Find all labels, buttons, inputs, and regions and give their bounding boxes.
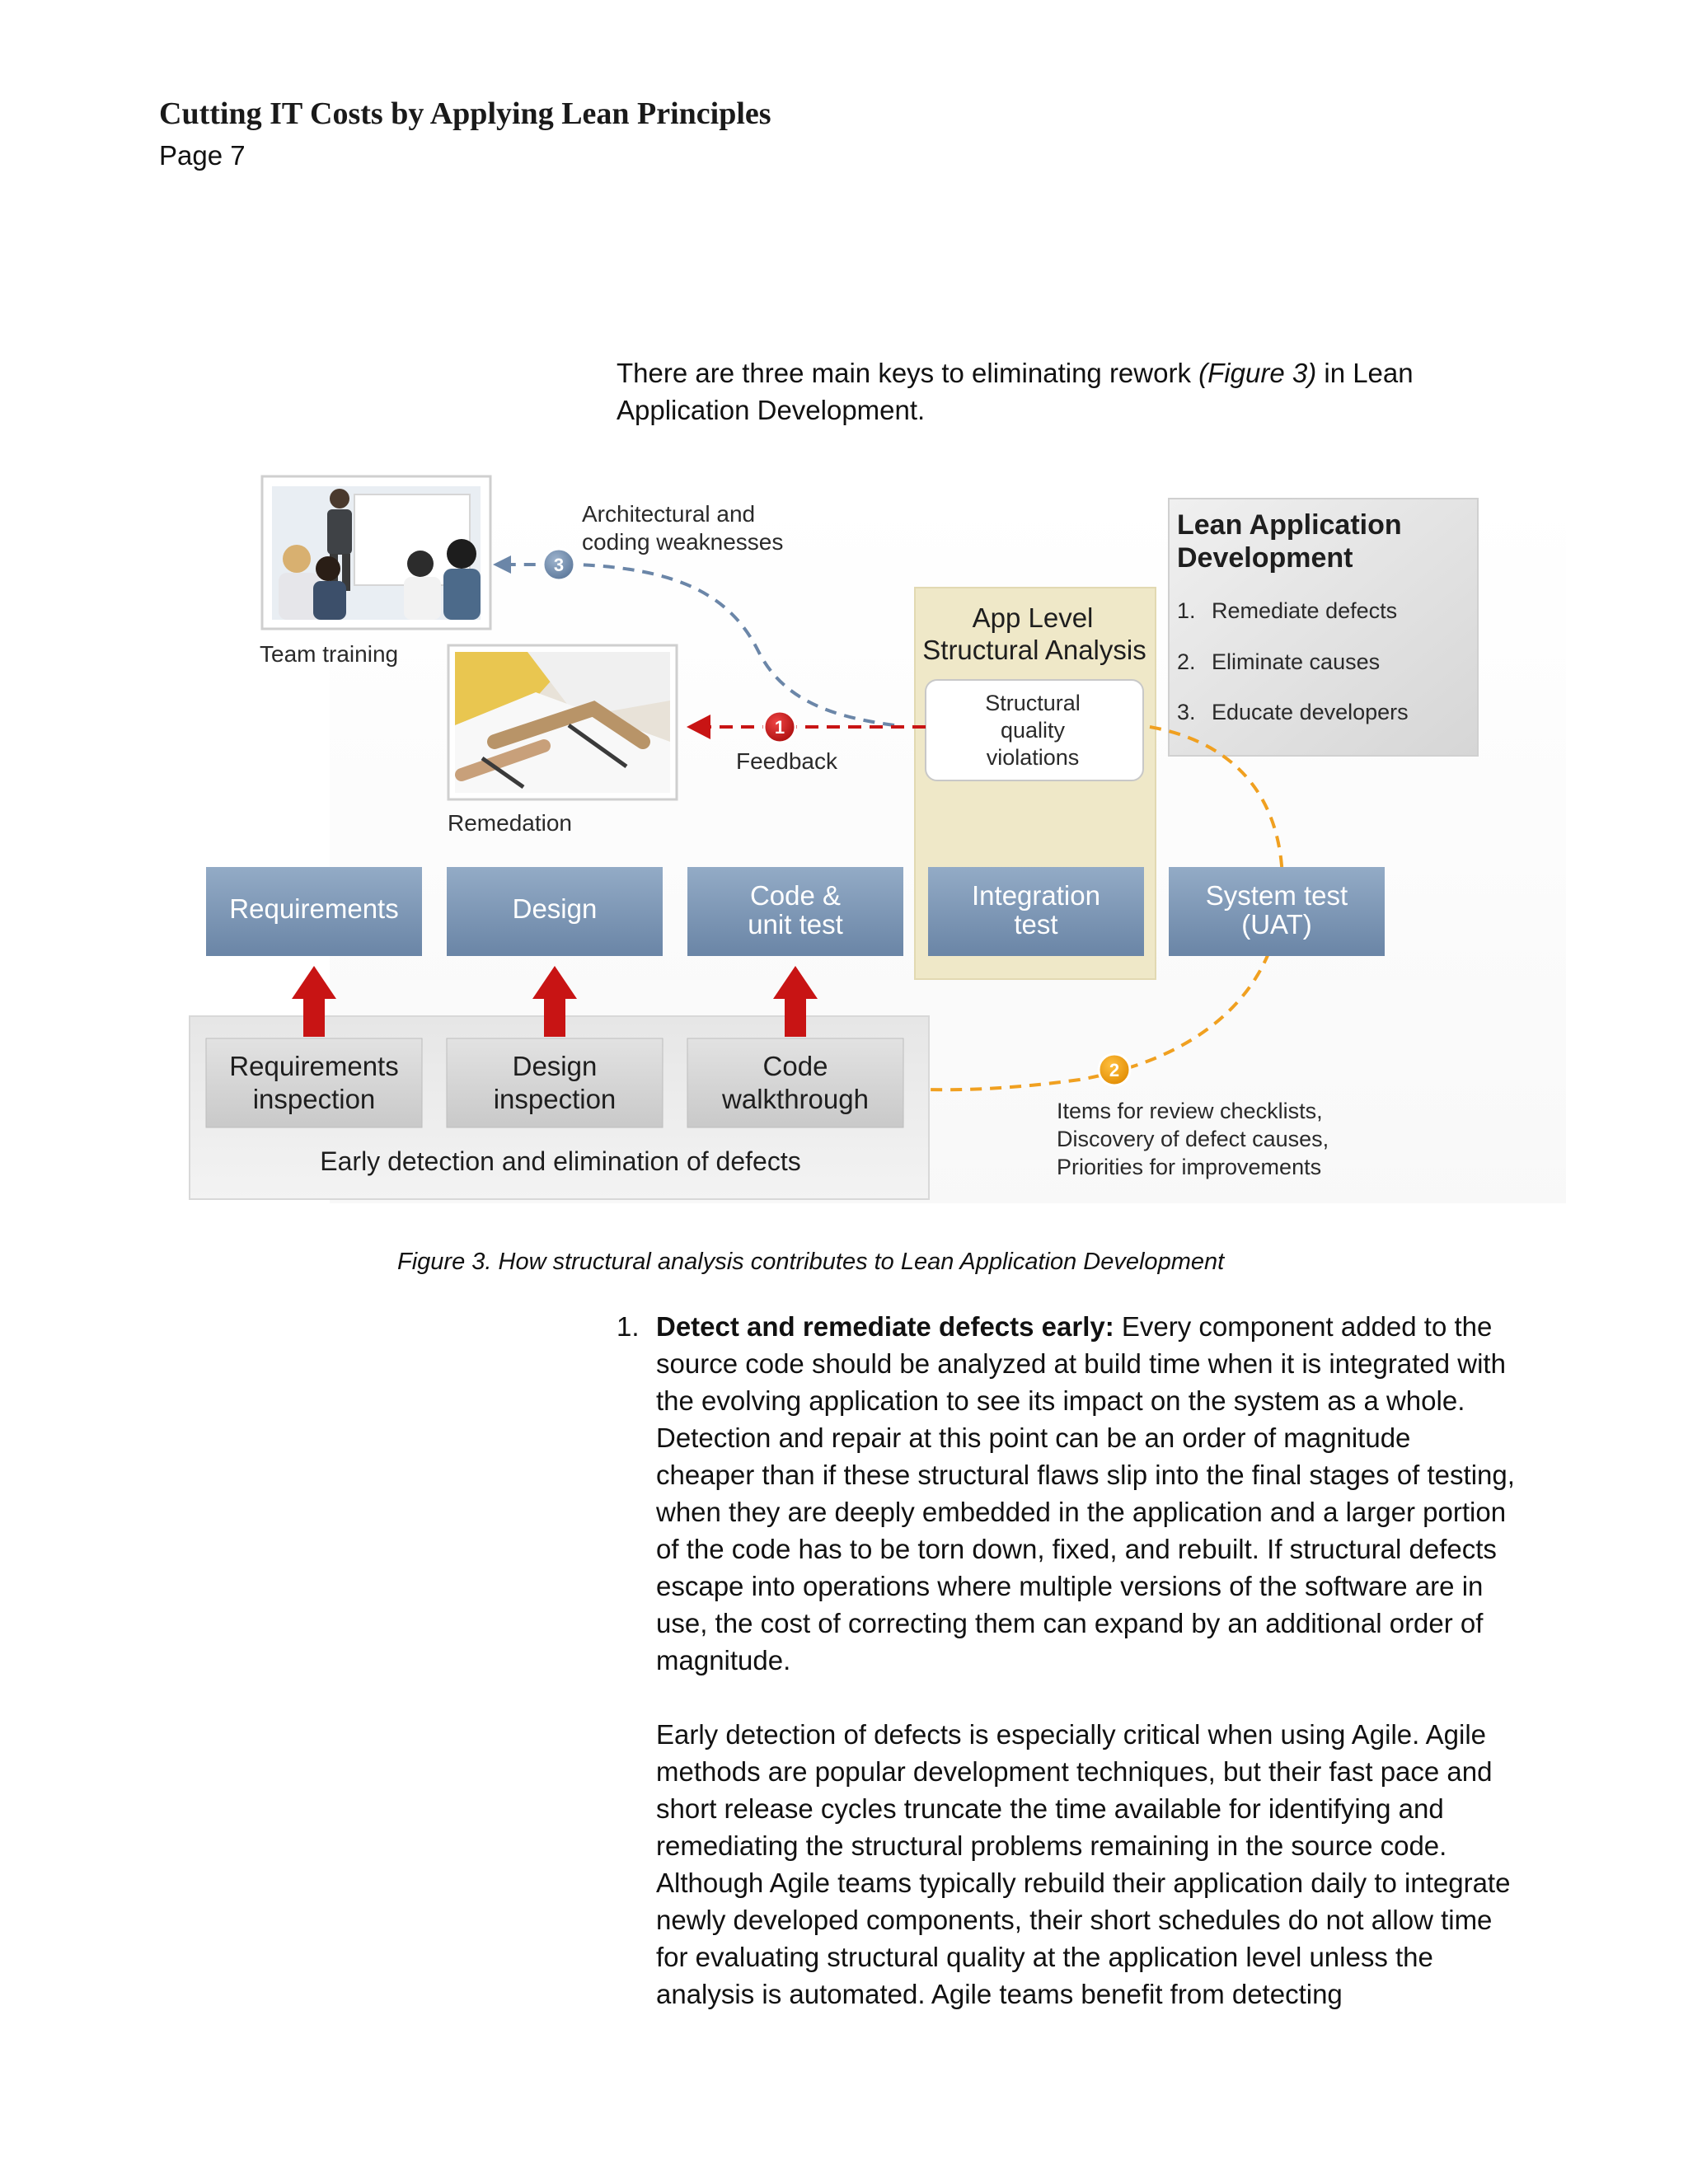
svg-text:Requirements: Requirements bbox=[229, 893, 398, 924]
stage-code-unit-test: Code & unit test bbox=[687, 867, 903, 956]
lean-application-development-box bbox=[1168, 498, 1479, 757]
figure-reference: (Figure 3) bbox=[1198, 358, 1317, 388]
badge-1: 1 bbox=[762, 710, 797, 744]
svg-text:3.: 3. bbox=[1177, 700, 1196, 724]
intro-text-after: in Lean Application Development. bbox=[617, 358, 1414, 425]
team-training-photo bbox=[260, 475, 492, 630]
app-level-title-line1: App Level bbox=[973, 602, 1094, 633]
page-number: Page 7 bbox=[159, 140, 246, 171]
feedback-label: Feedback bbox=[736, 748, 838, 774]
svg-text:3: 3 bbox=[554, 555, 564, 575]
svg-text:Integration: Integration bbox=[972, 880, 1100, 911]
svg-text:(UAT): (UAT) bbox=[1241, 909, 1312, 940]
list-item-text: Every component added to the source code… bbox=[656, 1311, 1515, 1675]
app-level-title-line2: Structural Analysis bbox=[922, 635, 1146, 665]
svg-text:Requirements: Requirements bbox=[229, 1051, 398, 1081]
weakness-feedback-path bbox=[504, 563, 895, 727]
figure-caption: Figure 3. How structural analysis contri… bbox=[397, 1249, 1225, 1275]
inspection-code-walkthrough: Code walkthrough bbox=[687, 1038, 904, 1128]
svg-text:Design: Design bbox=[513, 1051, 598, 1081]
team-training-label: Team training bbox=[260, 641, 398, 667]
svg-text:inspection: inspection bbox=[253, 1084, 376, 1114]
figure-3-diagram: Team training Remedation Architectural a… bbox=[189, 475, 1566, 1203]
up-arrow-code bbox=[773, 966, 818, 1037]
svg-text:Code &: Code & bbox=[750, 880, 841, 911]
intro-text-before: There are three main keys to eliminating… bbox=[617, 358, 1199, 388]
inspection-requirements: Requirements inspection bbox=[205, 1038, 423, 1128]
stage-system-test: System test (UAT) bbox=[1169, 867, 1385, 956]
sqv-line2: quality bbox=[1001, 718, 1066, 743]
structural-quality-violations-box bbox=[925, 679, 1144, 781]
review-items-line3: Priorities for improvements bbox=[1057, 1155, 1321, 1179]
svg-text:System test: System test bbox=[1206, 880, 1348, 911]
list-item-body: Detect and remediate defects early: Ever… bbox=[656, 1308, 1515, 2013]
lean-box-item-3: Educate developers bbox=[1212, 700, 1409, 724]
svg-text:2.: 2. bbox=[1177, 649, 1196, 674]
feedback-arrow-head bbox=[687, 715, 710, 739]
sqv-line1: Structural bbox=[985, 691, 1081, 715]
svg-text:inspection: inspection bbox=[494, 1084, 617, 1114]
document-title: Cutting IT Costs by Applying Lean Princi… bbox=[159, 96, 771, 131]
lean-box-item-2: Eliminate causes bbox=[1212, 649, 1380, 674]
lean-box-title-line1: Lean Application bbox=[1177, 509, 1402, 541]
lean-box-item-1: Remediate defects bbox=[1212, 598, 1397, 623]
architectural-label-line2: coding weaknesses bbox=[582, 529, 783, 555]
stage-design: Design bbox=[447, 867, 663, 956]
list-item-lead: Detect and remediate defects early: bbox=[656, 1311, 1114, 1342]
stage-integration-test: Integration test bbox=[928, 867, 1144, 956]
numbered-list: 1. Detect and remediate defects early: E… bbox=[617, 1308, 1515, 2050]
up-arrow-design bbox=[532, 966, 577, 1037]
svg-text:test: test bbox=[1014, 909, 1057, 940]
svg-text:walkthrough: walkthrough bbox=[721, 1084, 869, 1114]
early-detection-label: Early detection and elimination of defec… bbox=[320, 1146, 800, 1176]
badge-3: 3 bbox=[542, 547, 576, 582]
svg-text:Code: Code bbox=[763, 1051, 828, 1081]
svg-text:1: 1 bbox=[775, 717, 785, 738]
stage-requirements: Requirements bbox=[206, 867, 422, 956]
review-items-line2: Discovery of defect causes, bbox=[1057, 1127, 1329, 1151]
remedation-photo bbox=[447, 644, 678, 801]
svg-text:Design: Design bbox=[513, 893, 598, 924]
intro-paragraph: There are three main keys to eliminating… bbox=[617, 354, 1548, 429]
remedation-label: Remedation bbox=[448, 810, 572, 836]
architectural-label-line1: Architectural and bbox=[582, 501, 755, 527]
svg-text:unit test: unit test bbox=[748, 909, 843, 940]
improvement-feedback-path bbox=[918, 725, 1284, 1092]
inspection-design: Design inspection bbox=[446, 1038, 663, 1128]
svg-text:1.: 1. bbox=[1177, 598, 1196, 623]
list-item-number: 1. bbox=[617, 1311, 640, 1342]
weakness-arrow-head bbox=[493, 555, 511, 574]
lean-box-title-line2: Development bbox=[1177, 542, 1353, 574]
list-paragraph-1: Detect and remediate defects early: Ever… bbox=[656, 1308, 1515, 1679]
list-paragraph-2: Early detection of defects is especially… bbox=[656, 1719, 1511, 2009]
badge-2: 2 bbox=[1097, 1052, 1132, 1087]
up-arrow-requirements bbox=[292, 966, 336, 1037]
sqv-line3: violations bbox=[987, 745, 1080, 770]
review-items-line1: Items for review checklists, bbox=[1057, 1099, 1323, 1123]
svg-text:2: 2 bbox=[1109, 1060, 1119, 1080]
